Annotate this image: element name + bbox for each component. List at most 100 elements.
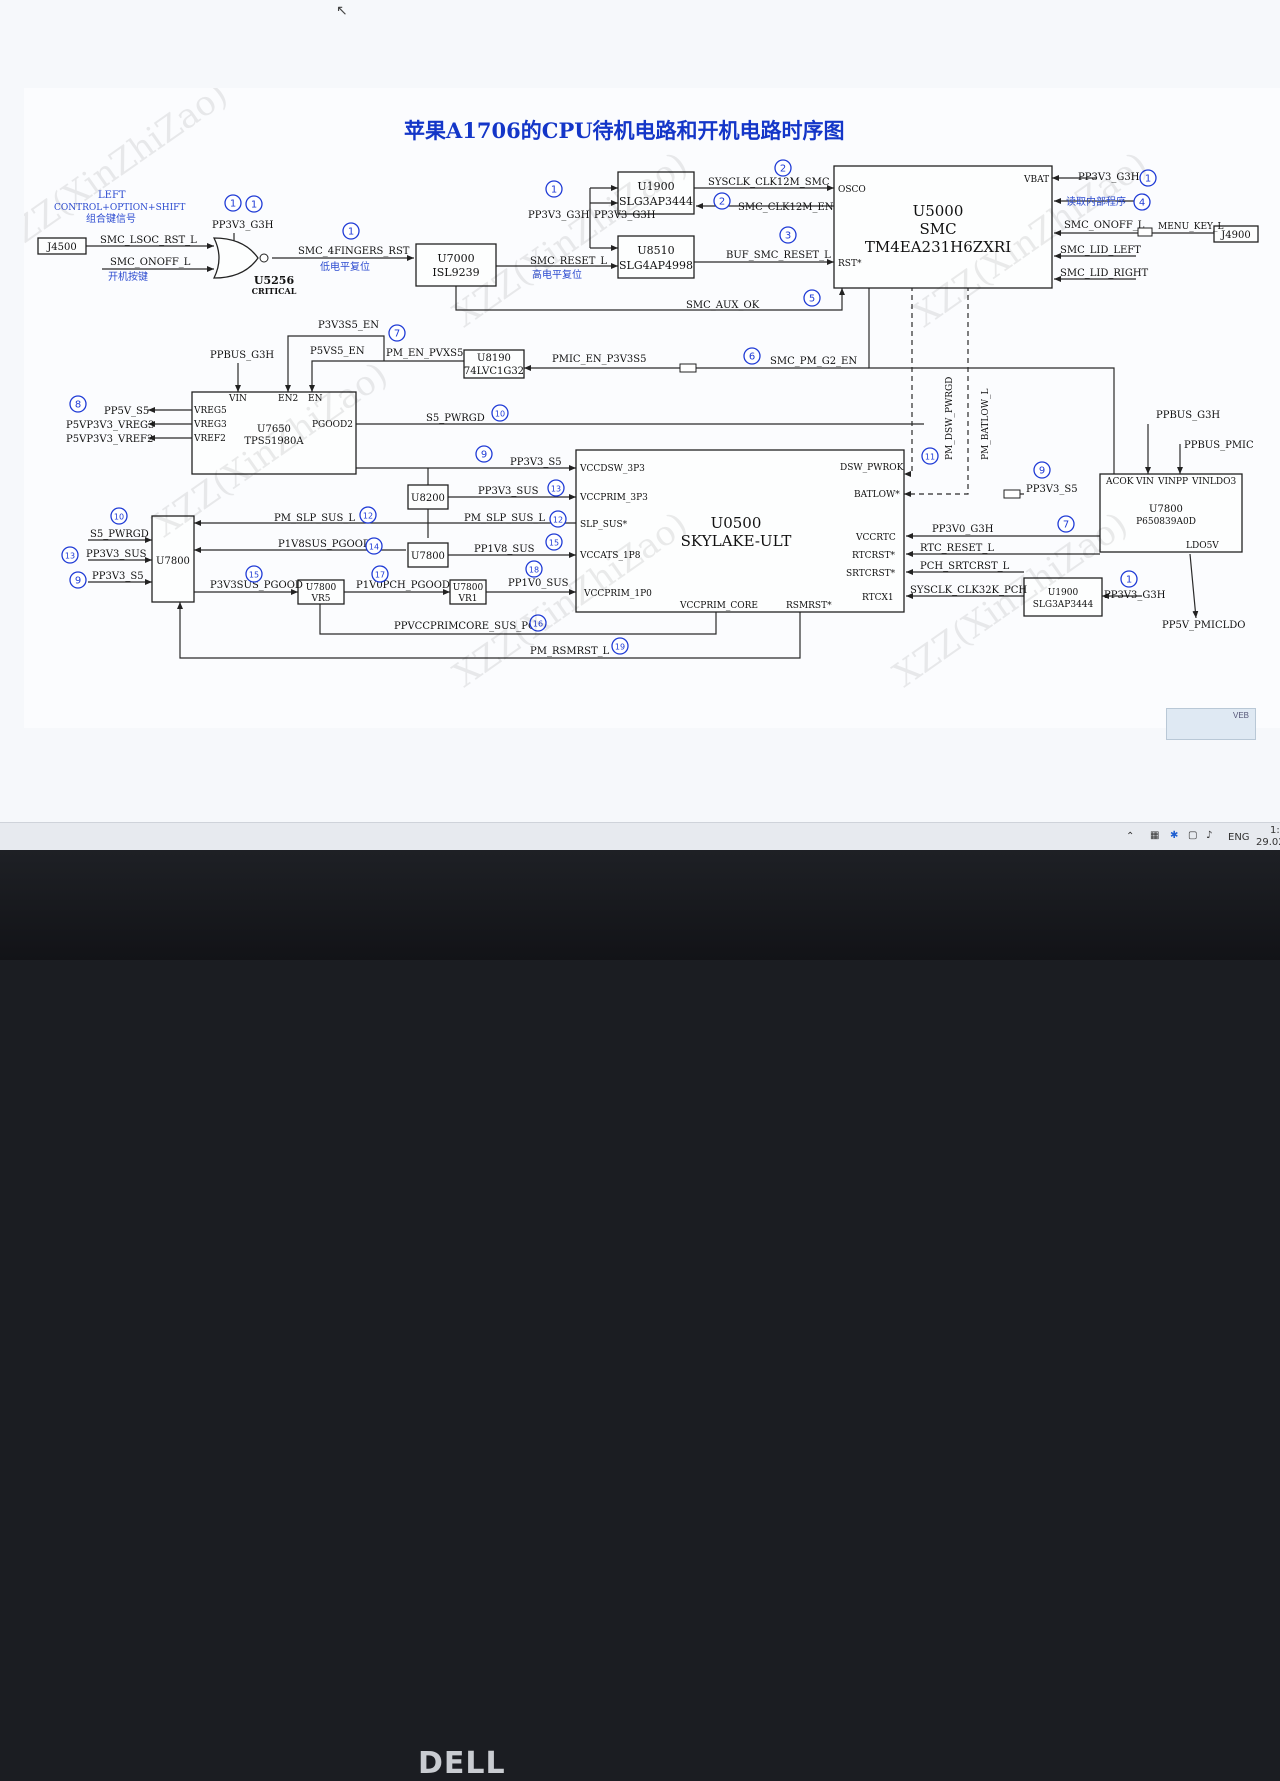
bluetooth-icon[interactable]: ✱	[1170, 830, 1179, 841]
step-marker-number: 2	[719, 197, 725, 208]
step-marker-m10: 7	[388, 324, 406, 342]
resistor-symbol	[1003, 489, 1021, 499]
component-name: U7800	[306, 583, 337, 593]
component-name: U7800	[411, 551, 445, 562]
component-part: SMC	[919, 220, 956, 238]
component-name: U7000	[437, 252, 474, 265]
step-marker-m08: 4	[1133, 193, 1151, 211]
step-marker-m25: 18	[525, 560, 543, 578]
step-marker-m09: 5	[803, 289, 821, 307]
signal-label: PMIC_EN_P3V3S5	[552, 354, 647, 365]
step-marker-number: 1	[251, 200, 257, 211]
signal-label: RTC_RESET_L	[920, 543, 994, 554]
step-marker-m06: 1	[342, 222, 360, 240]
step-marker-number: 1	[230, 199, 236, 210]
signal-label: PCH_SRTCRST_L	[920, 561, 1010, 572]
step-marker-number: 1	[1126, 575, 1132, 586]
step-marker-circle	[803, 289, 821, 307]
step-marker-m15: 9	[475, 445, 493, 463]
step-marker-number: 9	[75, 576, 81, 587]
signal-label: PM_SLP_SUS_L	[274, 513, 355, 524]
signal-label-cn: LEFT	[98, 190, 126, 201]
component-part: SLG3AP3444	[1033, 600, 1094, 610]
clock-date[interactable]: 29.02	[1256, 837, 1280, 848]
signal-label-cn: CONTROL+OPTION+SHIFT	[54, 203, 185, 213]
pin-label: VCCATS_1P8	[579, 551, 641, 561]
component-name: U8190	[477, 353, 511, 364]
step-marker-number: 19	[615, 643, 625, 652]
step-marker-circle	[224, 194, 242, 212]
signal-label: SMC_ONOFF_L	[110, 257, 191, 268]
signal-label: SMC_4FINGERS_RST	[298, 246, 410, 257]
step-marker-circle	[110, 507, 128, 525]
network-icon[interactable]: ▦	[1150, 830, 1160, 841]
step-marker-number: 1	[1145, 174, 1151, 185]
signal-label: PPBUS_G3H	[1156, 410, 1220, 421]
step-marker-m14: 11	[921, 447, 939, 465]
pin-labels: OSCO RST* VBAT VIN EN2 EN VREG5 VREG3 VR…	[193, 175, 1237, 611]
step-marker-m20: 12	[549, 510, 567, 528]
step-marker-number: 5	[809, 294, 815, 305]
pin-label: SRTCRST*	[846, 569, 896, 579]
signal-label: PM_BATLOW_L	[981, 388, 991, 460]
step-marker-number: 3	[785, 231, 791, 242]
signal-label: PP3V3_SUS	[86, 549, 147, 560]
signal-label: PPBUS_G3H	[210, 350, 274, 361]
component-part: VR5	[310, 594, 330, 604]
signal-label: SMC_LID_LEFT	[1060, 245, 1141, 256]
chevron-up-icon[interactable]: ⌃	[1126, 831, 1135, 842]
signal-label: BUF_SMC_RESET_L	[726, 250, 831, 261]
clock-time[interactable]: 1:	[1270, 825, 1280, 836]
gate-inverter-bubble	[259, 253, 269, 263]
pin-label: LDO5V	[1186, 541, 1219, 551]
component-name: U8200	[411, 493, 445, 504]
language-indicator[interactable]: ENG	[1228, 832, 1250, 843]
dell-logo: DELL	[418, 1746, 506, 1781]
pin-label: VCCDSW_3P3	[579, 464, 645, 474]
step-marker-number: 8	[75, 400, 81, 411]
step-marker-number: 17	[375, 571, 385, 580]
step-marker-circle	[743, 347, 761, 365]
signal-label: P5VP3V3_VREF2	[66, 434, 153, 445]
signal-label: PM_DSW_PWRGD	[945, 377, 955, 460]
connector-label: J4500	[46, 242, 76, 253]
step-marker-number: 15	[549, 539, 559, 548]
schematic-document: 苹果A1706的CPU待机电路和开机电路时序图	[24, 88, 1280, 728]
step-marker-circle	[359, 506, 377, 524]
component-name: U1900	[1048, 588, 1079, 598]
signal-label: PP3V3_G3H	[528, 210, 590, 221]
step-marker-circle	[774, 159, 792, 177]
step-marker-circle	[779, 226, 797, 244]
component-part: CRITICAL	[252, 286, 297, 296]
resistor-symbol	[1137, 227, 1153, 237]
signal-label: SYSCLK_CLK12M_SMC	[708, 177, 830, 188]
signal-label: PPVCCPRIMCORE_SUS_PCH	[394, 621, 545, 632]
step-marker-number: 13	[551, 485, 561, 494]
step-marker-circle	[245, 195, 263, 213]
display-icon[interactable]: ▢	[1188, 830, 1198, 841]
minimized-window-label: VEB	[1232, 711, 1249, 720]
step-marker-circle	[549, 510, 567, 528]
minimized-window[interactable]: VEB	[1166, 708, 1256, 740]
step-marker-number: 11	[925, 453, 935, 462]
signal-label: PP3V3_S5	[92, 571, 144, 582]
screen: 苹果A1706的CPU待机电路和开机电路时序图	[0, 0, 1280, 850]
monitor-bezel: DELL	[0, 850, 1280, 1781]
signal-label: SMC_PM_G2_EN	[770, 356, 857, 367]
nor-gate-symbol	[212, 237, 259, 279]
pin-label: BATLOW*	[854, 490, 900, 500]
volume-icon[interactable]: ♪	[1206, 830, 1213, 841]
step-marker-m21: 14	[365, 537, 383, 555]
step-marker-circle	[525, 560, 543, 578]
component-name: U7800	[1149, 504, 1183, 515]
signal-label: PM_SLP_SUS_L	[464, 513, 545, 524]
component-name: U7800	[453, 583, 484, 593]
step-marker-number: 1	[348, 227, 354, 238]
sequence-diagram: 苹果A1706的CPU待机电路和开机电路时序图	[37, 118, 1259, 659]
signal-label: S5_PWRGD	[90, 529, 149, 540]
step-marker-circle	[61, 546, 79, 564]
signal-label: PP3V3_S5	[510, 457, 562, 468]
signal-label-cn: 组合键信号	[86, 212, 136, 225]
component-name: U0500	[711, 514, 762, 532]
